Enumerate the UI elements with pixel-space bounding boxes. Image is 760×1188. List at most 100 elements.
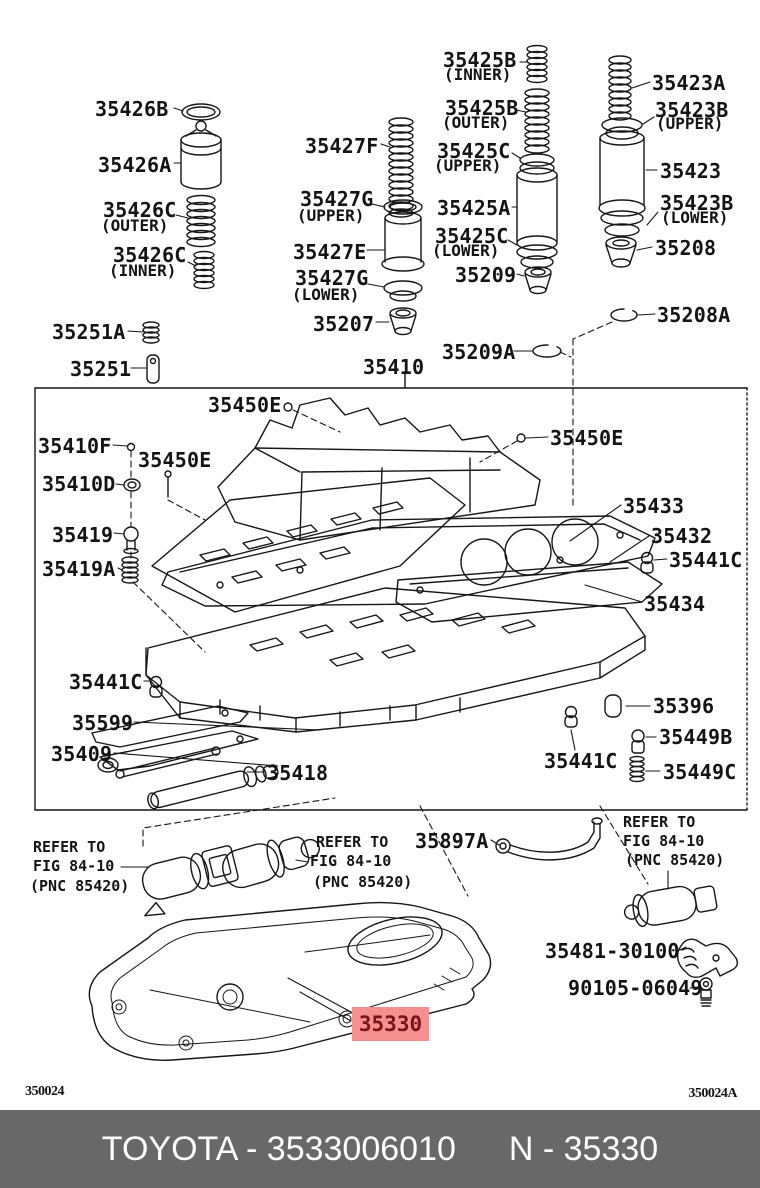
- part-label-35599[interactable]: 35599: [72, 711, 134, 735]
- part-label-35434[interactable]: 35434: [644, 592, 706, 616]
- part-label-fig84-10: FIG 84-10: [623, 832, 705, 850]
- part-label-35481-30100[interactable]: 35481-30100: [545, 939, 680, 963]
- assembly-box-frame: [34, 373, 748, 811]
- part-label-35427f[interactable]: 35427F: [305, 134, 379, 158]
- footer-bar: TOYOTA - 3533006010 N - 35330: [0, 1110, 760, 1188]
- part-label-outer: (OUTER): [101, 216, 169, 235]
- piston-35427e-drawing: [381, 199, 425, 302]
- part-label-35396[interactable]: 35396: [653, 694, 715, 718]
- part-label-35251a[interactable]: 35251A: [52, 320, 126, 344]
- part-label-35207[interactable]: 35207: [313, 312, 375, 336]
- part-label-35449c[interactable]: 35449C: [663, 760, 737, 784]
- selected-part-highlight[interactable]: 35330: [352, 1007, 429, 1041]
- detent-35418-drawing: [147, 764, 279, 810]
- part-label-lower: (LOWER): [432, 241, 500, 260]
- spring-35423a-drawing: [608, 55, 632, 121]
- part-label-35426c[interactable]: 35426C: [103, 198, 177, 222]
- part-label-35251[interactable]: 35251: [70, 357, 132, 381]
- upper-valve-body-drawing: [217, 397, 541, 541]
- bolt-35449b-drawing: [631, 729, 645, 754]
- bolt-90105-drawing: [699, 977, 713, 1007]
- solenoid-left-drawing: [141, 845, 239, 917]
- part-label-35441c[interactable]: 35441C: [669, 548, 743, 572]
- check-ball-35450e-markers: [164, 402, 526, 498]
- part-label-35419a[interactable]: 35419A: [42, 557, 116, 581]
- spring-35427f-drawing: [388, 117, 414, 218]
- leader-lines: [112, 61, 699, 1022]
- piston-35423-drawing: [598, 117, 646, 237]
- gasket-35433-drawing: [161, 515, 656, 607]
- footer-part-number: TOYOTA - 3533006010: [101, 1129, 456, 1168]
- part-label-35425b[interactable]: 35425B: [445, 96, 519, 120]
- part-label-35897a[interactable]: 35897A: [415, 829, 489, 853]
- pin-35441c-c-drawing: [564, 705, 578, 728]
- part-label-35427g[interactable]: 35427G: [295, 266, 369, 290]
- part-label-35423a[interactable]: 35423A: [652, 71, 726, 95]
- part-label-inner: (INNER): [444, 65, 512, 84]
- part-label-35425c[interactable]: 35425C: [435, 224, 509, 248]
- bracket-35481-drawing: [676, 938, 739, 979]
- pin-35396-drawing: [604, 694, 622, 718]
- part-label-35425c[interactable]: 35425C: [437, 139, 511, 163]
- spring-35419a-drawing: [121, 556, 139, 584]
- part-label-outer: (OUTER): [442, 113, 510, 132]
- part-label-90105-06049[interactable]: 90105-06049: [568, 976, 703, 1000]
- oring-35426b-drawing: [181, 103, 221, 121]
- part-label-35410[interactable]: 35410: [363, 355, 425, 379]
- part-label-35441c[interactable]: 35441C: [544, 749, 618, 773]
- part-label-35450e[interactable]: 35450E: [138, 448, 212, 472]
- part-label-35427e[interactable]: 35427E: [293, 240, 367, 264]
- plug-35208-drawing: [605, 236, 637, 268]
- spring-35426c-outer-drawing: [186, 194, 216, 248]
- part-label-35409[interactable]: 35409: [51, 742, 113, 766]
- spring-35426c-inner-drawing: [193, 250, 215, 290]
- plug-35207-drawing: [389, 307, 417, 336]
- part-label-35426c[interactable]: 35426C: [113, 243, 187, 267]
- part-label-pnc85420: (PNC 85420): [625, 851, 725, 869]
- figure-code-left: 350024: [25, 1084, 65, 1099]
- part-label-referto: REFER TO: [33, 838, 106, 856]
- part-label-35423b[interactable]: 35423B: [655, 98, 729, 122]
- part-label-35208a[interactable]: 35208A: [657, 303, 731, 327]
- part-label-35208[interactable]: 35208: [655, 236, 717, 260]
- part-label-35425a[interactable]: 35425A: [437, 196, 511, 220]
- part-label-35419[interactable]: 35419: [52, 523, 114, 547]
- part-label-35433[interactable]: 35433: [623, 494, 685, 518]
- part-label-referto: REFER TO: [316, 833, 389, 851]
- grommet-35410d-drawing: [123, 478, 141, 492]
- part-label-35427g[interactable]: 35427G: [300, 187, 374, 211]
- bracket-35409-drawing: [97, 730, 259, 779]
- snapring-35208a-drawing: [610, 308, 638, 322]
- piston-35425a-drawing: [516, 153, 558, 269]
- part-label-35432[interactable]: 35432: [651, 524, 713, 548]
- part-label-35410d[interactable]: 35410D: [42, 472, 116, 496]
- part-label-35425b[interactable]: 35425B: [443, 48, 517, 72]
- solenoid-right-drawing: [623, 885, 718, 928]
- part-label-35441c[interactable]: 35441C: [69, 670, 143, 694]
- part-label-lower: (LOWER): [661, 208, 729, 227]
- plug-35209-drawing: [524, 266, 552, 295]
- part-label-35423[interactable]: 35423: [660, 159, 722, 183]
- pin-35441c-b-drawing: [149, 675, 163, 698]
- tube-35897a-drawing: [495, 817, 603, 861]
- figure-code-right: 350024A: [688, 1086, 737, 1101]
- part-label-upper: (UPPER): [434, 156, 502, 175]
- part-label-upper: (UPPER): [656, 114, 724, 133]
- part-label-35450e[interactable]: 35450E: [550, 426, 624, 450]
- part-label-35450e[interactable]: 35450E: [208, 393, 282, 417]
- part-label-35410f[interactable]: 35410F: [38, 434, 112, 458]
- part-label-35449b[interactable]: 35449B: [659, 725, 733, 749]
- part-label-35418[interactable]: 35418: [267, 761, 329, 785]
- part-label-35423b[interactable]: 35423B: [660, 191, 734, 215]
- pin-35441c-a-drawing: [640, 551, 654, 574]
- part-label-35426b[interactable]: 35426B: [95, 97, 169, 121]
- footer-n-code: N - 35330: [508, 1129, 659, 1168]
- spring-35251a-drawing: [142, 321, 160, 344]
- part-label-35426a[interactable]: 35426A: [98, 153, 172, 177]
- part-label-lower: (LOWER): [292, 285, 360, 304]
- part-label-35209[interactable]: 35209: [455, 263, 517, 287]
- part-label-35209a[interactable]: 35209A: [442, 340, 516, 364]
- part-label-referto: REFER TO: [623, 813, 696, 831]
